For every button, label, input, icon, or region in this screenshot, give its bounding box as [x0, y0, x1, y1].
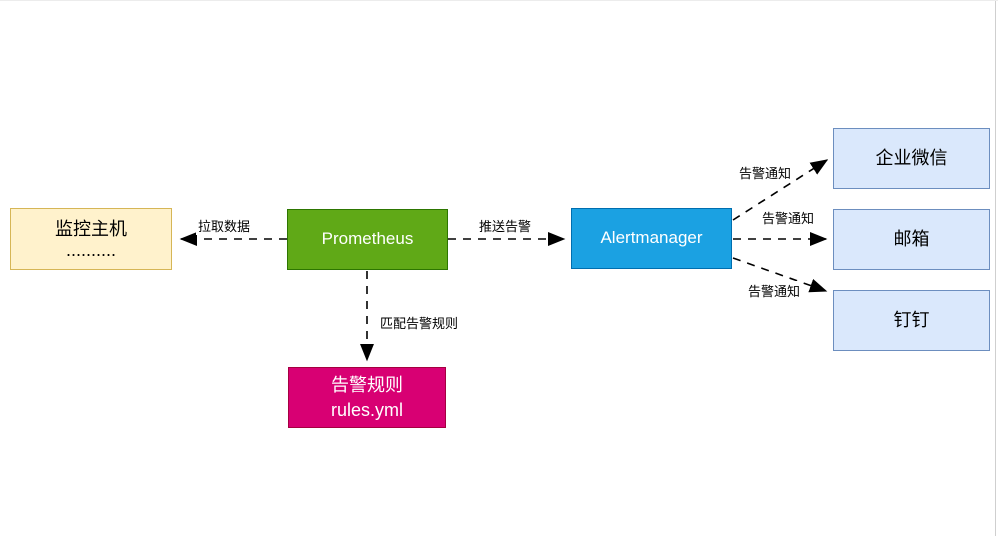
edge-label-notify-email: 告警通知 — [760, 208, 817, 227]
node-alert-rules-label: 告警规则 — [331, 375, 403, 396]
node-wechat-work[interactable]: 企业微信 — [833, 128, 990, 189]
edge-label-match-rules: 匹配告警规则 — [378, 313, 461, 332]
node-prometheus[interactable]: Prometheus — [287, 209, 448, 270]
edge-label-notify-wechat: 告警通知 — [737, 163, 794, 182]
node-email[interactable]: 邮箱 — [833, 209, 990, 270]
node-dingtalk-label: 钉钉 — [893, 310, 930, 331]
node-alert-rules-sublabel: rules.yml — [330, 399, 403, 420]
edge-label-pull-data: 拉取数据 — [196, 216, 253, 235]
node-prometheus-label: Prometheus — [321, 229, 414, 249]
edge-label-push-alert: 推送告警 — [477, 216, 534, 235]
node-email-label: 邮箱 — [893, 229, 930, 250]
node-alertmanager[interactable]: Alertmanager — [571, 208, 732, 269]
node-alert-rules[interactable]: 告警规则 rules.yml — [288, 367, 446, 428]
node-alertmanager-label: Alertmanager — [600, 228, 703, 248]
node-monitor-host-sublabel: .......... — [65, 240, 116, 261]
page-boundary-line — [995, 1, 996, 536]
edge-label-notify-dingtalk: 告警通知 — [746, 281, 803, 300]
node-wechat-work-label: 企业微信 — [875, 148, 948, 169]
node-monitor-host-label: 监控主机 — [55, 218, 127, 239]
node-monitor-host[interactable]: 监控主机 .......... — [10, 208, 172, 270]
node-dingtalk[interactable]: 钉钉 — [833, 290, 990, 351]
